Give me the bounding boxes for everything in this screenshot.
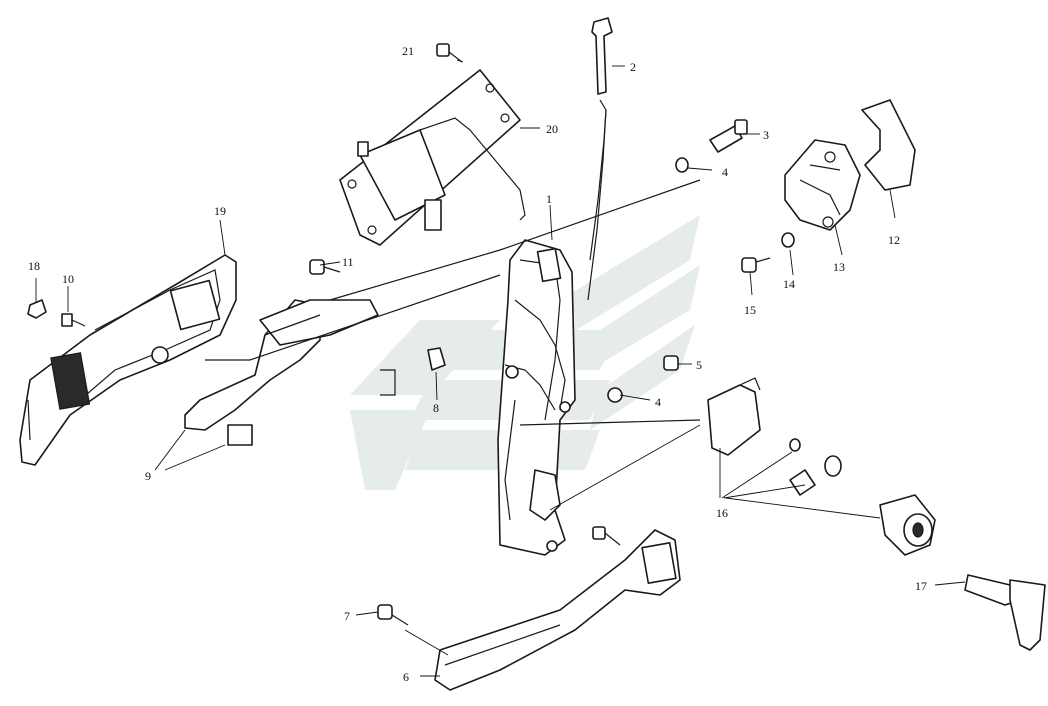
callout-13: 13 xyxy=(833,260,845,274)
callout-4-upper: 4 xyxy=(722,165,728,179)
callout-15: 15 xyxy=(744,303,756,317)
outer-handle xyxy=(434,529,681,691)
callout-5: 5 xyxy=(696,358,702,372)
screw-7 xyxy=(377,604,409,626)
lock-knob-rod xyxy=(587,17,613,301)
callout-19: 19 xyxy=(214,204,226,218)
striker-13 xyxy=(784,139,861,231)
callout-9: 9 xyxy=(145,469,151,483)
link-rods xyxy=(205,179,701,426)
callout-10: 10 xyxy=(62,272,74,286)
callout-20: 20 xyxy=(546,122,558,136)
callout-17: 17 xyxy=(915,579,927,593)
callout-18: 18 xyxy=(28,259,40,273)
callout-6: 6 xyxy=(403,670,409,684)
bolt-3 xyxy=(709,119,748,153)
inner-handle-lever xyxy=(184,299,396,446)
inner-handle-bezel xyxy=(19,254,237,466)
callout-16: 16 xyxy=(716,506,728,520)
leader-lines xyxy=(35,59,966,677)
screw-10 xyxy=(61,313,86,327)
key-17 xyxy=(964,574,1046,651)
lock-cylinder-set xyxy=(707,377,936,556)
clip-18 xyxy=(27,299,47,319)
callout-14: 14 xyxy=(783,277,795,291)
actuator-plate xyxy=(339,69,526,246)
washer-14 xyxy=(781,232,795,248)
clip-8 xyxy=(427,347,446,371)
screw-11 xyxy=(309,259,341,275)
callout-2: 2 xyxy=(630,60,636,74)
callout-3: 3 xyxy=(763,128,769,142)
callout-8: 8 xyxy=(433,401,439,415)
callout-11: 11 xyxy=(342,255,354,269)
callout-1: 1 xyxy=(546,192,552,206)
washer-4-lower xyxy=(607,387,623,403)
shim-12 xyxy=(861,99,916,191)
screw-5 xyxy=(663,355,679,371)
door-lock-assembly xyxy=(497,239,576,556)
screw-21 xyxy=(436,43,463,63)
handle-screw xyxy=(592,526,621,546)
callout-4-lower: 4 xyxy=(655,395,661,409)
callout-labels: 1 2 3 4 4 5 6 7 8 9 10 11 12 13 14 15 16… xyxy=(28,44,927,684)
callout-7: 7 xyxy=(344,609,350,623)
washer-4-upper xyxy=(675,157,689,173)
bolt-15 xyxy=(741,257,771,273)
callout-21: 21 xyxy=(402,44,414,58)
callout-12: 12 xyxy=(888,233,900,247)
